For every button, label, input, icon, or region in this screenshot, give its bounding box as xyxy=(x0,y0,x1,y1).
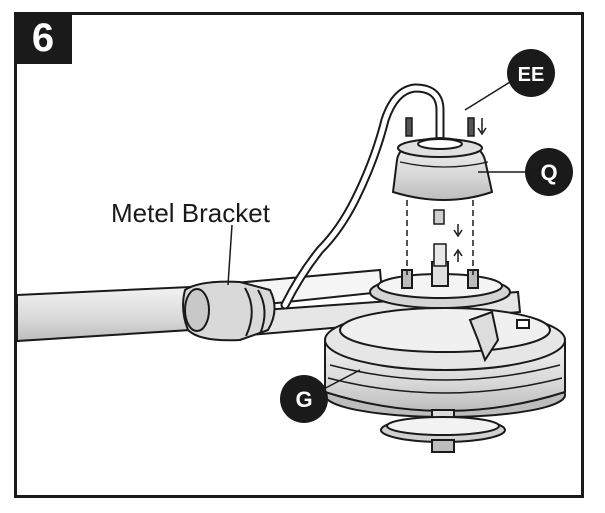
canopy xyxy=(391,136,494,201)
fan-motor-housing xyxy=(324,261,566,418)
step-number-badge: 6 xyxy=(14,12,72,64)
callout-q: Q xyxy=(525,148,573,196)
ee-leader-line xyxy=(464,81,511,111)
screws-ee xyxy=(405,117,487,137)
callout-g-text: G xyxy=(295,387,312,412)
callout-ee-text: EE xyxy=(518,64,545,86)
bracket-coupler xyxy=(182,280,276,342)
callout-g: G xyxy=(280,375,328,423)
metal-bracket-label: Metel Bracket xyxy=(111,198,270,228)
callout-q-text: Q xyxy=(540,160,557,185)
alignment-guides xyxy=(406,200,474,275)
callout-ee: EE xyxy=(507,49,555,97)
lower-cap xyxy=(380,409,506,453)
wire-connector xyxy=(433,209,463,267)
bracket-leader-line xyxy=(227,224,233,286)
